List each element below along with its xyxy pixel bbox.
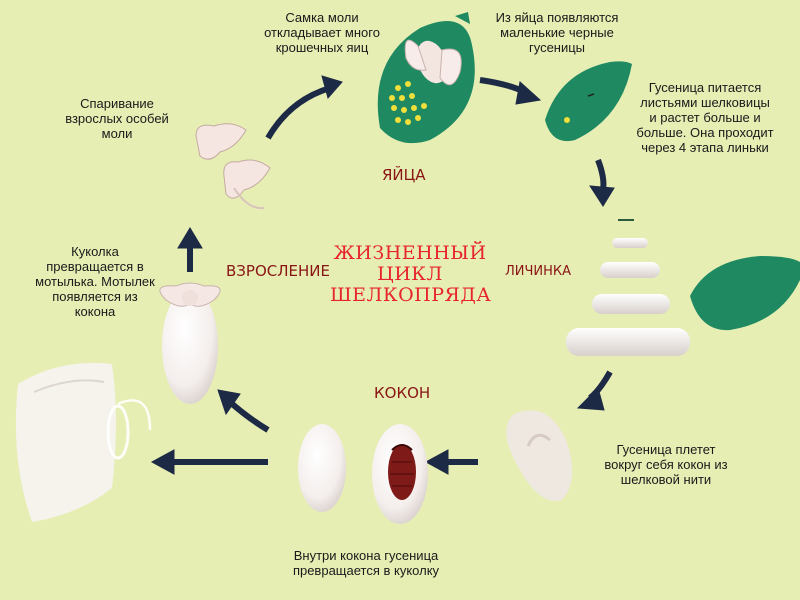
arrow-cocoon-to-pupa (424, 449, 478, 475)
caption-line: маленькие черные (500, 25, 614, 40)
egg-leaf (377, 12, 475, 144)
caption-line: откладывает много (264, 25, 380, 40)
arrow-emerging-to-mating (177, 227, 203, 272)
caterpillar-molt-stages (566, 219, 690, 356)
caterpillar-stage-4 (592, 294, 670, 314)
female-moth-on-leaf (404, 39, 462, 86)
hatchling-leaf (545, 61, 632, 142)
mulberry-leaf (690, 256, 800, 331)
moth-emerging-cocoon (159, 282, 221, 404)
caterpillar-stage-2 (612, 238, 648, 248)
egg-cluster (389, 81, 427, 125)
title-line-2: ЦИКЛ (377, 263, 443, 285)
caption-pupa-to-moth: Куколка превращается в мотылька. Мотылек… (26, 244, 164, 319)
stage-label-eggs: ЯЙЦА (382, 166, 426, 184)
caption-mating: Спаривание взрослых особей моли (54, 96, 180, 141)
caption-line: Из яйца появляются (495, 10, 619, 25)
arrow-pupa-to-emerging (217, 389, 270, 433)
open-cocoon-with-pupa (372, 424, 428, 524)
caption-female-lays-eggs: Самка моли откладывает много крошечных я… (252, 10, 392, 55)
arrow-mating-to-eggs (265, 75, 343, 140)
caption-line: Куколка (71, 244, 119, 259)
caption-line: гусеницы (528, 40, 586, 55)
caption-spins-cocoon: Гусеница плетет вокруг себя кокон из шел… (588, 442, 744, 487)
caption-line: больше. Она проходит (636, 125, 774, 140)
tiny-black-caterpillar (587, 93, 595, 97)
closed-cocoon (298, 424, 346, 512)
caption-line: превращается в куколку (292, 563, 440, 578)
caption-line: моли (101, 126, 133, 141)
caption-line: кокона (74, 304, 116, 319)
caterpillar-stage-5 (566, 328, 690, 356)
arrow-eggs-to-caterpillars (479, 77, 542, 105)
stage-label-cocoon: КОКОН (374, 384, 431, 402)
arrow-larva-to-cocoon (576, 370, 613, 411)
arrow-to-larva (589, 158, 615, 207)
mating-moths (195, 123, 271, 210)
caption-line: Спаривание (80, 96, 154, 111)
caterpillar-stage-3 (600, 262, 660, 278)
caption-line: крошечных яиц (275, 40, 369, 55)
caption-line: и растет больше и (649, 110, 761, 125)
caption-black-caterpillars: Из яйца появляются маленькие черные гусе… (484, 10, 630, 55)
caption-caterpillar-feeds: Гусеница питается листьями шелковицы и р… (626, 80, 784, 155)
stage-label-adult: ВЗРОСЛЕНИЕ (226, 262, 330, 280)
stage-label-larva: ЛИЧИНКА (505, 264, 572, 279)
arrow-cocoon-to-silk (150, 449, 268, 475)
caption-line: листьями шелковицы (640, 95, 770, 110)
caption-pupa-inside: Внутри кокона гусеница превращается в ку… (268, 548, 464, 578)
caption-line: мотылька. Мотылек (35, 274, 155, 289)
title-line-3: ШЕЛКОПРЯДА (330, 284, 492, 306)
caption-line: Гусеница плетет (616, 442, 716, 457)
title-line-1: ЖИЗНЕННЫЙ (333, 242, 487, 264)
caption-line: через 4 этапа линьки (641, 140, 769, 155)
caption-line: Гусеница питается (648, 80, 762, 95)
spinning-cocoon (506, 410, 573, 501)
diagram-title: ЖИЗНЕННЫЙ ЦИКЛ ШЕЛКОПРЯДА (330, 242, 492, 306)
caption-line: появляется из (52, 289, 138, 304)
caption-line: шелковой нити (620, 472, 712, 487)
caption-line: Самка моли (285, 10, 359, 25)
silk-bag (15, 362, 152, 522)
caption-line: взрослых особей (65, 111, 169, 126)
caption-line: Внутри кокона гусеница (293, 548, 439, 563)
caption-line: вокруг себя кокон из (604, 457, 728, 472)
caption-line: превращается в (46, 259, 144, 274)
